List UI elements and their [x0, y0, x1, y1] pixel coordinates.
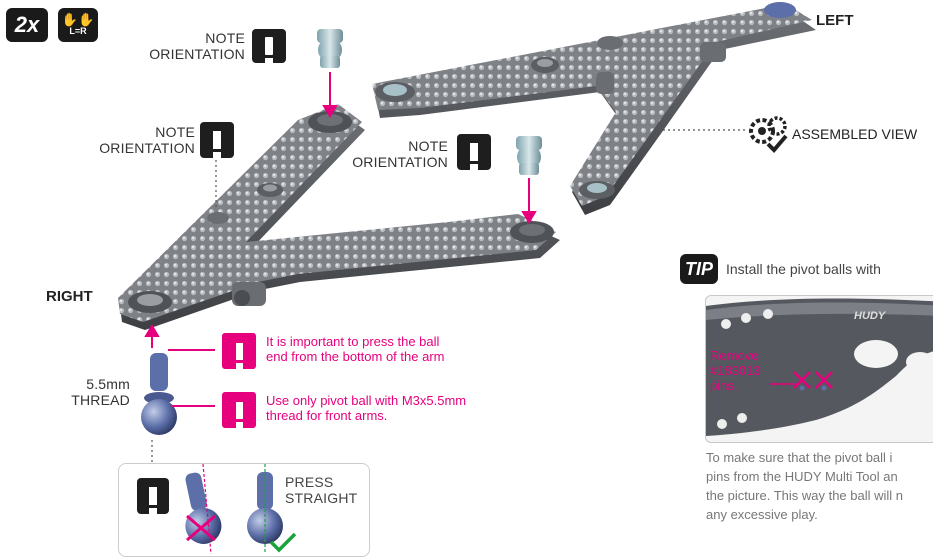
tip-badge: TIP [680, 254, 718, 284]
warning-thread: Use only pivot ball with M3x5.5mm thread… [266, 393, 496, 423]
note-orientation-top: NOTE ORIENTATION [140, 30, 245, 62]
warning-icon [222, 333, 256, 369]
hands-text: L=R [69, 26, 86, 37]
left-arm-assembled [372, 2, 816, 215]
exclamation-icon [200, 122, 234, 158]
quantity-badge: 2x [6, 8, 48, 42]
remove-pins-label: Remove #183013 pins. [710, 348, 776, 393]
quantity-text: 2x [15, 12, 39, 38]
pivot-ball-main [141, 353, 177, 435]
hands-icon: ✋✋ L=R [58, 8, 98, 42]
exclamation-icon [252, 29, 286, 63]
press-straight-label: PRESS STRAIGHT [285, 474, 357, 506]
tip-tool-image: HUDY Remove #183013 pins. [705, 295, 933, 443]
note-orientation-left: NOTE ORIENTATION [90, 124, 195, 156]
hands-glyph-icon: ✋✋ [62, 13, 94, 26]
exclamation-icon [457, 134, 491, 170]
press-straight-box: PRESS STRAIGHT [118, 463, 370, 557]
assembled-view-label: ASSEMBLED VIEW [792, 126, 917, 142]
pivot-insert-top [317, 29, 343, 68]
note-orientation-middle: NOTE ORIENTATION [340, 138, 448, 170]
tool-brand-text: HUDY [854, 310, 885, 322]
thread-label: 5.5mm THREAD [62, 376, 130, 408]
tip-badge-text: TIP [685, 259, 713, 280]
tip-headline: Install the pivot balls with [726, 261, 881, 277]
right-label: RIGHT [46, 288, 93, 305]
tip-body-text: To make sure that the pivot ball i pins … [706, 448, 933, 524]
warning-press-bottom: It is important to press the ball end fr… [266, 334, 496, 364]
pivot-insert-middle [516, 136, 542, 175]
left-label: LEFT [816, 12, 854, 29]
gears-check-icon [748, 114, 788, 154]
warning-icon [222, 392, 256, 428]
